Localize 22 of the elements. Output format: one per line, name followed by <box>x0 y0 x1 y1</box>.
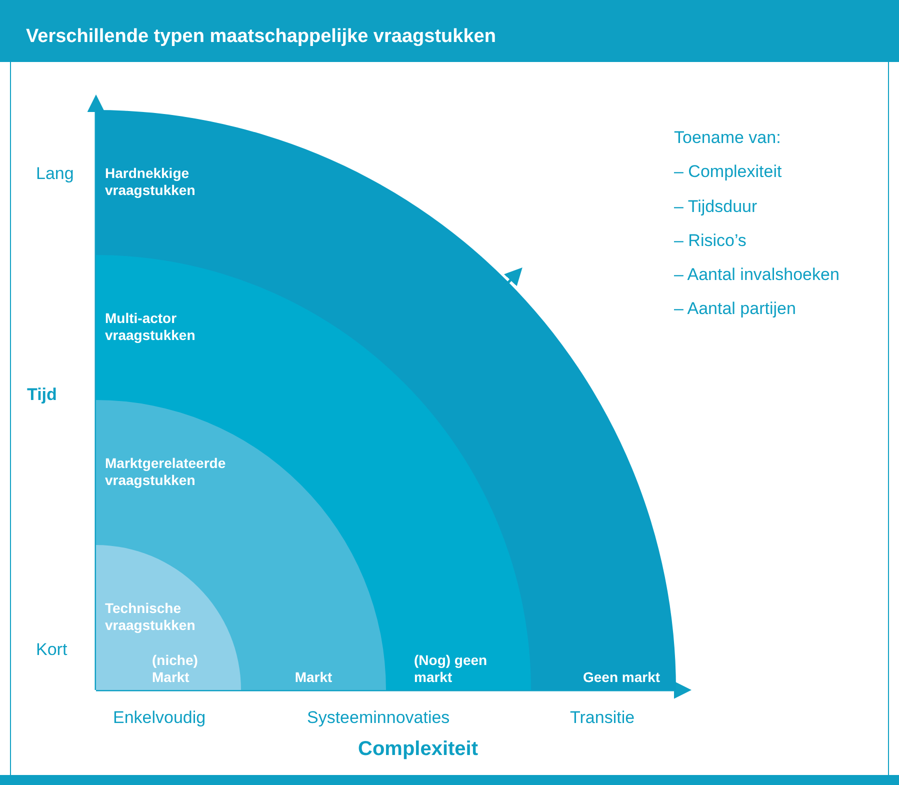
list-item: – Tijdsduur <box>674 197 758 217</box>
axis-label: Kort <box>36 640 68 660</box>
axis-label: Systeeminnovaties <box>307 708 450 728</box>
axis-label: Lang <box>36 164 74 184</box>
band-label: Geen markt <box>583 669 662 686</box>
axis-title: Complexiteit <box>358 738 478 761</box>
list-heading: Toename van: <box>674 128 781 148</box>
title: Verschillende typen maatschappelijke vraagstukken <box>26 26 496 48</box>
axis-label: Transitie <box>570 708 635 728</box>
list-item: – Aantal partijen <box>674 299 796 319</box>
band-label: (niche) Markt <box>152 652 199 686</box>
band-heading: Technische vraagstukken <box>105 600 196 634</box>
axis-title: Tijd <box>27 385 57 405</box>
band-label: Markt <box>294 669 334 686</box>
band-heading: Multi-actor vraagstukken <box>105 310 196 344</box>
list-item: – Risico’s <box>674 231 746 251</box>
band-label: (Nog) geen markt <box>414 652 488 686</box>
list-item: – Aantal invalshoeken <box>674 265 840 285</box>
band-heading: Hardnekkige vraagstukken <box>105 165 196 199</box>
list-item: – Complexiteit <box>674 162 782 182</box>
axis-label: Enkelvoudig <box>113 708 206 728</box>
band-heading: Marktgerelateerde vraagstukken <box>105 455 227 489</box>
